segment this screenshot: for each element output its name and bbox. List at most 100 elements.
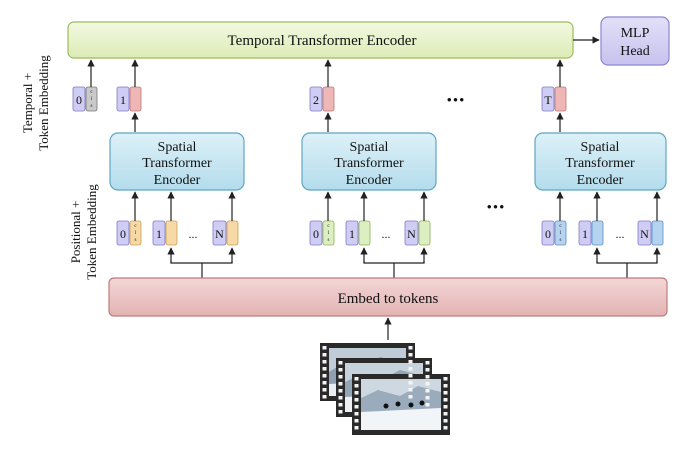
sprocket-hole <box>338 410 343 414</box>
sprocket-hole <box>322 374 327 378</box>
temporal-token-t: T <box>541 86 567 112</box>
cls-glyph-c: c <box>90 90 93 95</box>
token-index-box <box>72 86 86 112</box>
sprocket-hole <box>443 377 448 381</box>
cls-glyph-s: s <box>135 238 137 243</box>
sprocket-hole <box>338 368 343 372</box>
sprocket-hole <box>338 396 343 400</box>
sprocket-hole <box>408 360 413 364</box>
cls-glyph-l: l <box>91 97 93 102</box>
spatial-encoder-box <box>301 132 437 191</box>
sprocket-hole <box>338 375 343 379</box>
token-index-label: 1 <box>349 227 355 241</box>
cls-glyph-l: l <box>135 231 137 236</box>
sprocket-hole <box>443 419 448 423</box>
mlp-head-box <box>600 16 670 66</box>
spatial-encoder-line2: Transformer <box>334 156 404 171</box>
sprocket-hole <box>408 381 413 385</box>
patch-token-box <box>358 220 371 246</box>
cls-glyph-s: s <box>91 104 93 109</box>
penguin-dot <box>395 401 401 407</box>
sprocket-hole <box>322 367 327 371</box>
mlp-head-label-line1: MLP <box>621 26 650 41</box>
sprocket-hole <box>338 361 343 365</box>
side-label-positional: Positional + Token Embedding <box>68 184 99 280</box>
sprocket-hole <box>408 346 413 350</box>
sprocket-hole <box>354 426 359 430</box>
token-index-label: 1 <box>156 227 162 241</box>
sprocket-hole <box>425 361 430 365</box>
spatial-encoder-line1: Spatial <box>350 140 389 155</box>
sprocket-hole <box>425 389 430 393</box>
spatial-encoder-3: Spatial Transformer Encoder <box>534 132 667 191</box>
token-index-label: 0 <box>545 227 551 241</box>
sprocket-hole <box>425 403 430 407</box>
token-index-label: 1 <box>582 227 588 241</box>
token-index-box <box>309 220 323 246</box>
sprocket-hole <box>322 381 327 385</box>
video-frame-front <box>352 374 450 435</box>
cls-glyph-c: c <box>134 224 137 229</box>
token-index-box <box>345 220 359 246</box>
spatial-encoder-box <box>109 132 245 191</box>
sprocket-hole <box>443 426 448 430</box>
spatial-encoder-line2: Transformer <box>565 156 635 171</box>
token-index-label: T <box>544 93 552 107</box>
cls-glyph-l: l <box>328 231 330 236</box>
sprocket-hole <box>443 384 448 388</box>
temporal-token-cls: 0 c l s <box>72 86 98 112</box>
token-group-2: 0 c l s 1 ... N <box>309 220 431 246</box>
temporal-token-box <box>554 86 567 112</box>
sprocket-hole <box>408 388 413 392</box>
film-strip-icon <box>320 343 450 435</box>
embed-label: Embed to tokens <box>338 291 439 307</box>
cls-glyph-c: c <box>327 224 330 229</box>
sprocket-hole <box>322 395 327 399</box>
sprocket-hole <box>354 398 359 402</box>
patch-token-box <box>165 220 178 246</box>
side-label-positional-line2: Token Embedding <box>84 184 99 280</box>
sprocket-hole <box>322 353 327 357</box>
sprocket-hole <box>338 382 343 386</box>
film-snow <box>361 408 441 430</box>
cls-glyph-s: s <box>560 238 562 243</box>
token-index-label: 0 <box>313 227 319 241</box>
token-index-label: 2 <box>313 93 319 107</box>
spatial-encoder-line3: Encoder <box>346 173 393 188</box>
sprocket-hole <box>354 384 359 388</box>
sprocket-hole <box>408 374 413 378</box>
side-label-positional-line1: Positional + <box>68 201 83 264</box>
token-index-label: N <box>407 227 416 241</box>
penguin-dot <box>408 402 414 408</box>
penguin-dot <box>383 403 389 409</box>
temporal-token-box <box>129 86 142 112</box>
cls-glyph-l: l <box>560 231 562 236</box>
spatial-encoder-line3: Encoder <box>577 173 624 188</box>
sprocket-hole <box>425 396 430 400</box>
spatial-encoder-box <box>534 132 667 191</box>
token-index-box <box>116 220 130 246</box>
sprocket-hole <box>354 377 359 381</box>
film-sprockets <box>322 346 448 430</box>
token-index-box <box>578 220 592 246</box>
patch-token-box <box>226 220 239 246</box>
sprocket-hole <box>425 410 430 414</box>
sprocket-hole <box>408 367 413 371</box>
cls-glyph-c: c <box>559 224 562 229</box>
bracket-g1 <box>170 261 233 264</box>
temporal-token-box <box>322 86 335 112</box>
temporal-token-1: 1 <box>116 86 142 112</box>
ellipsis-temporal: ••• <box>447 93 466 109</box>
sprocket-hole <box>338 389 343 393</box>
embed-box <box>108 277 668 317</box>
token-index-label: 1 <box>120 93 126 107</box>
token-index-box <box>541 220 555 246</box>
token-group-3: 0 c l s 1 ... N <box>541 220 664 246</box>
token-ellipsis: ... <box>189 227 198 241</box>
spatial-encoder-1: Spatial Transformer Encoder <box>109 132 245 191</box>
patch-token-box <box>418 220 431 246</box>
ellipsis-spatial: ••• <box>487 200 506 216</box>
sprocket-hole <box>443 398 448 402</box>
